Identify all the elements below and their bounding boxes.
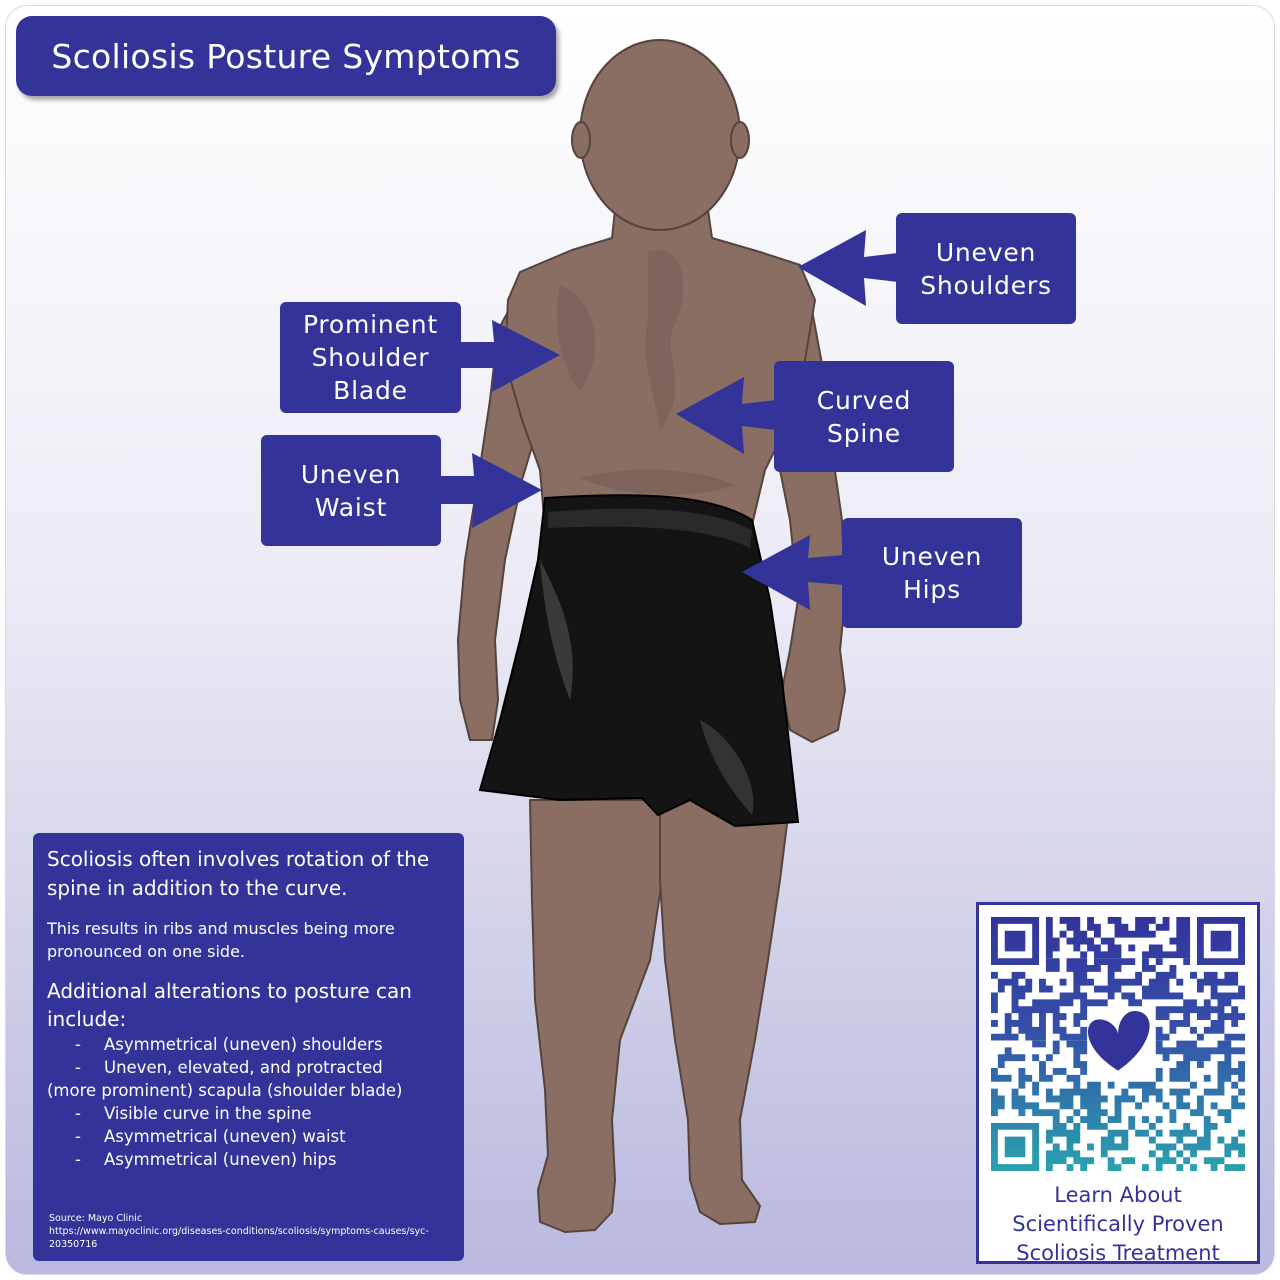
list-item: -Asymmetrical (uneven) waist [75,1127,346,1146]
right-leg [529,799,663,1233]
info-lead: Scoliosis often involves rotation of the… [47,847,430,900]
qr-code[interactable] [991,917,1245,1171]
qr-card[interactable]: Learn About Scientifically Proven Scolio… [976,902,1260,1265]
qr-modules [991,917,1245,1171]
callout-uneven-hips: Uneven Hips [842,518,1022,628]
info-panel: Scoliosis often involves rotation of the… [33,833,464,1261]
callout-prominent-shoulder-blade: Prominent Shoulder Blade [280,302,461,413]
callout-uneven-waist: Uneven Waist [261,435,441,546]
head [579,39,741,231]
arrow-uneven-shoulders [798,230,898,306]
arrow-curved-spine [676,377,776,454]
list-item: -Asymmetrical (uneven) hips [75,1150,337,1169]
info-lead2: Additional alterations to posture can in… [47,979,412,1031]
info-sub: This results in ribs and muscles being m… [47,919,395,961]
list-item: -Visible curve in the spine [75,1104,312,1123]
source-citation: Source: Mayo Clinic https://www.mayoclin… [49,1212,464,1251]
posture-alterations-list: -Asymmetrical (uneven) shoulders -Uneven… [47,1033,450,1171]
source-label: Source: Mayo Clinic [49,1213,143,1224]
list-item-continuation: (more prominent) scapula (shoulder blade… [47,1081,403,1100]
arrow-uneven-hips [742,535,844,610]
left-leg [659,799,791,1225]
arrow-prominent-shoulder-blade [455,320,560,392]
callout-curved-spine: Curved Spine [774,361,954,472]
source-url[interactable]: https://www.mayoclinic.org/diseases-cond… [49,1226,429,1250]
list-item: -Uneven, elevated, and protracted [75,1058,383,1077]
list-item: -Asymmetrical (uneven) shoulders [75,1035,383,1054]
page-title: Scoliosis Posture Symptoms [16,16,556,96]
callout-uneven-shoulders: Uneven Shoulders [896,213,1076,324]
qr-caption[interactable]: Learn About Scientifically Proven Scolio… [1012,1183,1224,1265]
heart-spine-logo-icon [1087,1010,1150,1071]
shorts [478,494,800,828]
arrow-uneven-waist [436,453,542,528]
